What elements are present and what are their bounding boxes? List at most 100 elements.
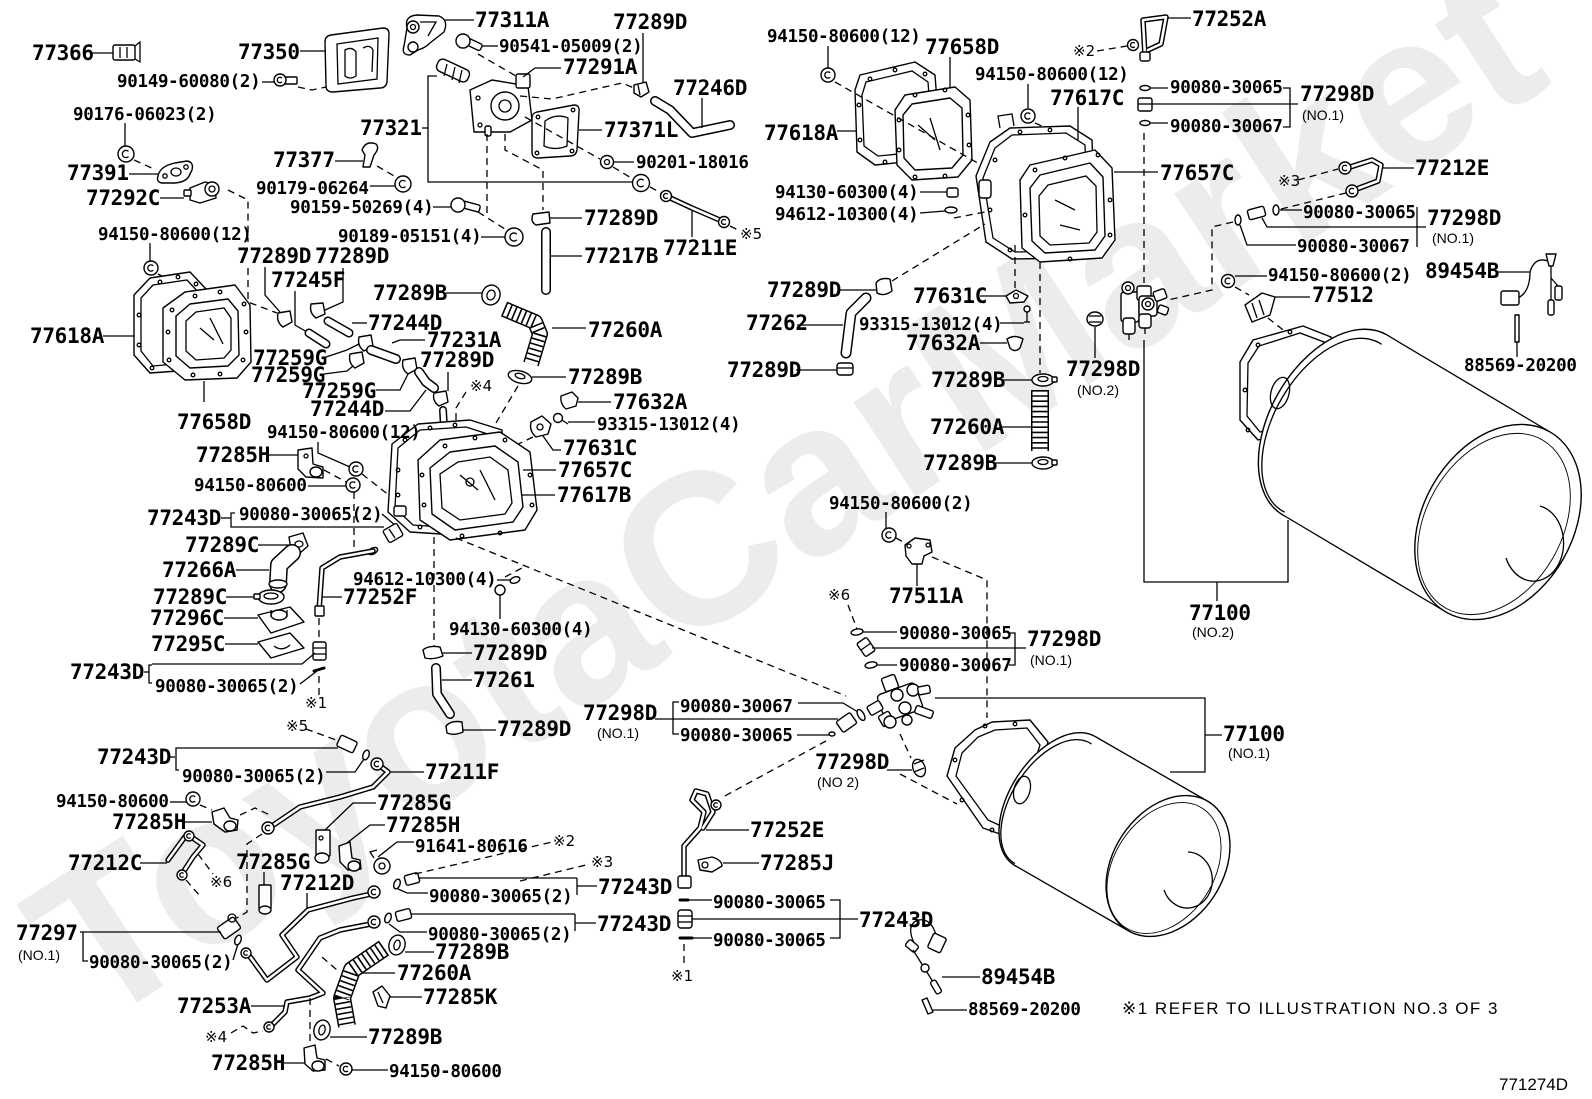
callout-77618A[interactable]: 77618A [764, 121, 839, 145]
callout-94150-80600[interactable]: 94150-80600 [56, 792, 169, 812]
callout-77285G[interactable]: 77285G [236, 850, 311, 874]
callout-77285H[interactable]: 77285H [211, 1051, 286, 1075]
callout-90080-30065[interactable]: 90080-30065 [680, 726, 793, 746]
callout-90201-18016[interactable]: 90201-18016 [636, 153, 749, 173]
callout-77252A[interactable]: 77252A [1192, 7, 1267, 31]
callout-77289B[interactable]: 77289B [568, 365, 643, 389]
callout-77289D[interactable]: 77289D [237, 244, 312, 268]
callout-77512[interactable]: 77512 [1312, 283, 1374, 307]
callout-77212C[interactable]: 77212C [68, 851, 143, 875]
callout-77291A[interactable]: 77291A [563, 55, 638, 79]
callout-88569-20200[interactable]: 88569-20200 [968, 1000, 1081, 1020]
callout-88569-20200[interactable]: 88569-20200 [1464, 356, 1577, 376]
callout-77100[interactable]: 77100 [1189, 601, 1251, 625]
callout-77658D[interactable]: 77658D [177, 410, 252, 434]
callout-94150-80600[interactable]: 94150-80600(12) [98, 225, 252, 245]
callout-77212D[interactable]: 77212D [280, 871, 355, 895]
callout-90189-05151[interactable]: 90189-05151(4) [338, 227, 482, 247]
callout-90080-30065[interactable]: 90080-30065(2) [239, 505, 383, 525]
callout-94150-80600[interactable]: 94150-80600(2) [1268, 266, 1412, 286]
callout-77243D[interactable]: 77243D [70, 660, 145, 684]
callout-90080-30065[interactable]: 90080-30065(2) [155, 677, 299, 697]
callout-77289D[interactable]: 77289D [420, 348, 495, 372]
callout-90080-30067[interactable]: 90080-30067 [1170, 117, 1283, 137]
callout-90080-30065[interactable]: 90080-30065 [713, 931, 826, 951]
callout-94150-80600[interactable]: 94150-80600(2) [829, 494, 973, 514]
callout-77289D[interactable]: 77289D [767, 278, 842, 302]
callout-77253A[interactable]: 77253A [177, 994, 252, 1018]
callout-77311A[interactable]: 77311A [475, 8, 550, 32]
callout-94150-80600[interactable]: 94150-80600(12) [975, 65, 1129, 85]
callout-77657C[interactable]: 77657C [1160, 161, 1235, 185]
callout-77289B[interactable]: 77289B [931, 368, 1006, 392]
callout-77217B[interactable]: 77217B [584, 244, 659, 268]
callout-77350[interactable]: 77350 [238, 40, 300, 64]
callout-77243D[interactable]: 77243D [147, 506, 222, 530]
callout-77261[interactable]: 77261 [473, 668, 535, 692]
callout-77391[interactable]: 77391 [67, 161, 129, 185]
callout-77285K[interactable]: 77285K [423, 985, 498, 1009]
callout-77511A[interactable]: 77511A [889, 584, 964, 608]
callout-77289D[interactable]: 77289D [315, 244, 390, 268]
callout-77631C[interactable]: 77631C [563, 436, 638, 460]
callout-94612-10300[interactable]: 94612-10300(4) [775, 205, 919, 225]
callout-93315-13012[interactable]: 93315-13012(4) [597, 415, 741, 435]
callout-77289B[interactable]: 77289B [368, 1025, 443, 1049]
callout-77244D[interactable]: 77244D [310, 397, 385, 421]
callout-90176-06023[interactable]: 90176-06023(2) [73, 105, 217, 125]
callout-77285H[interactable]: 77285H [196, 443, 271, 467]
callout-77259G[interactable]: 77259G [302, 379, 377, 403]
callout-90080-30065[interactable]: 90080-30065 [713, 893, 826, 913]
callout-89454B[interactable]: 89454B [1425, 259, 1500, 283]
callout-90159-50269[interactable]: 90159-50269(4) [290, 198, 434, 218]
callout-77289D[interactable]: 77289D [727, 358, 802, 382]
callout-90080-30067[interactable]: 90080-30067 [1297, 237, 1410, 257]
callout-77371L[interactable]: 77371L [604, 118, 679, 142]
callout-77298D[interactable]: 77298D [1027, 627, 1102, 651]
callout-77298D[interactable]: 77298D [583, 701, 658, 725]
callout-91641-80616[interactable]: 91641-80616 [415, 837, 528, 857]
callout-90080-30065[interactable]: 90080-30065 [1170, 78, 1283, 98]
callout-90080-30065[interactable]: 90080-30065(2) [429, 887, 573, 907]
callout-77631C[interactable]: 77631C [913, 284, 988, 308]
callout-77289C[interactable]: 77289C [185, 533, 260, 557]
callout-77617B[interactable]: 77617B [557, 483, 632, 507]
callout-77231A[interactable]: 77231A [427, 328, 502, 352]
callout-77658D[interactable]: 77658D [925, 35, 1000, 59]
callout-77211F[interactable]: 77211F [425, 760, 500, 784]
callout-77262[interactable]: 77262 [746, 311, 808, 335]
callout-77321[interactable]: 77321 [360, 116, 422, 140]
callout-77259G[interactable]: 77259G [251, 363, 326, 387]
callout-77100[interactable]: 77100 [1223, 722, 1285, 746]
callout-94150-80600[interactable]: 94150-80600 [194, 476, 307, 496]
callout-77289B[interactable]: 77289B [923, 451, 998, 475]
callout-94130-60300[interactable]: 94130-60300(4) [449, 620, 593, 640]
callout-94612-10300[interactable]: 94612-10300(4) [353, 570, 497, 590]
callout-77260A[interactable]: 77260A [588, 318, 663, 342]
callout-77243D[interactable]: 77243D [97, 745, 172, 769]
callout-90080-30065[interactable]: 90080-30065(2) [428, 925, 572, 945]
callout-90149-60080[interactable]: 90149-60080(2) [117, 72, 261, 92]
callout-90080-30065[interactable]: 90080-30065 [1303, 203, 1416, 223]
callout-77296C[interactable]: 77296C [150, 606, 225, 630]
callout-94150-80600[interactable]: 94150-80600 [389, 1062, 502, 1082]
callout-90080-30065[interactable]: 90080-30065(2) [182, 767, 326, 787]
callout-77246D[interactable]: 77246D [673, 76, 748, 100]
callout-77259G[interactable]: 77259G [253, 346, 328, 370]
callout-77289B[interactable]: 77289B [435, 940, 510, 964]
callout-77211E[interactable]: 77211E [663, 236, 738, 260]
callout-90179-06264[interactable]: 90179-06264 [256, 179, 369, 199]
callout-77617C[interactable]: 77617C [1050, 86, 1125, 110]
callout-77377[interactable]: 77377 [273, 148, 335, 172]
callout-77212E[interactable]: 77212E [1415, 156, 1490, 180]
callout-77285H[interactable]: 77285H [386, 813, 461, 837]
callout-77292C[interactable]: 77292C [86, 186, 161, 210]
callout-77298D[interactable]: 77298D [815, 750, 890, 774]
callout-77657C[interactable]: 77657C [558, 458, 633, 482]
callout-77243D[interactable]: 77243D [598, 875, 673, 899]
callout-77243D[interactable]: 77243D [597, 912, 672, 936]
callout-77298D[interactable]: 77298D [1427, 206, 1502, 230]
callout-77252E[interactable]: 77252E [750, 818, 825, 842]
callout-89454B[interactable]: 89454B [981, 965, 1056, 989]
callout-94150-80600[interactable]: 94150-80600(12) [767, 27, 921, 47]
